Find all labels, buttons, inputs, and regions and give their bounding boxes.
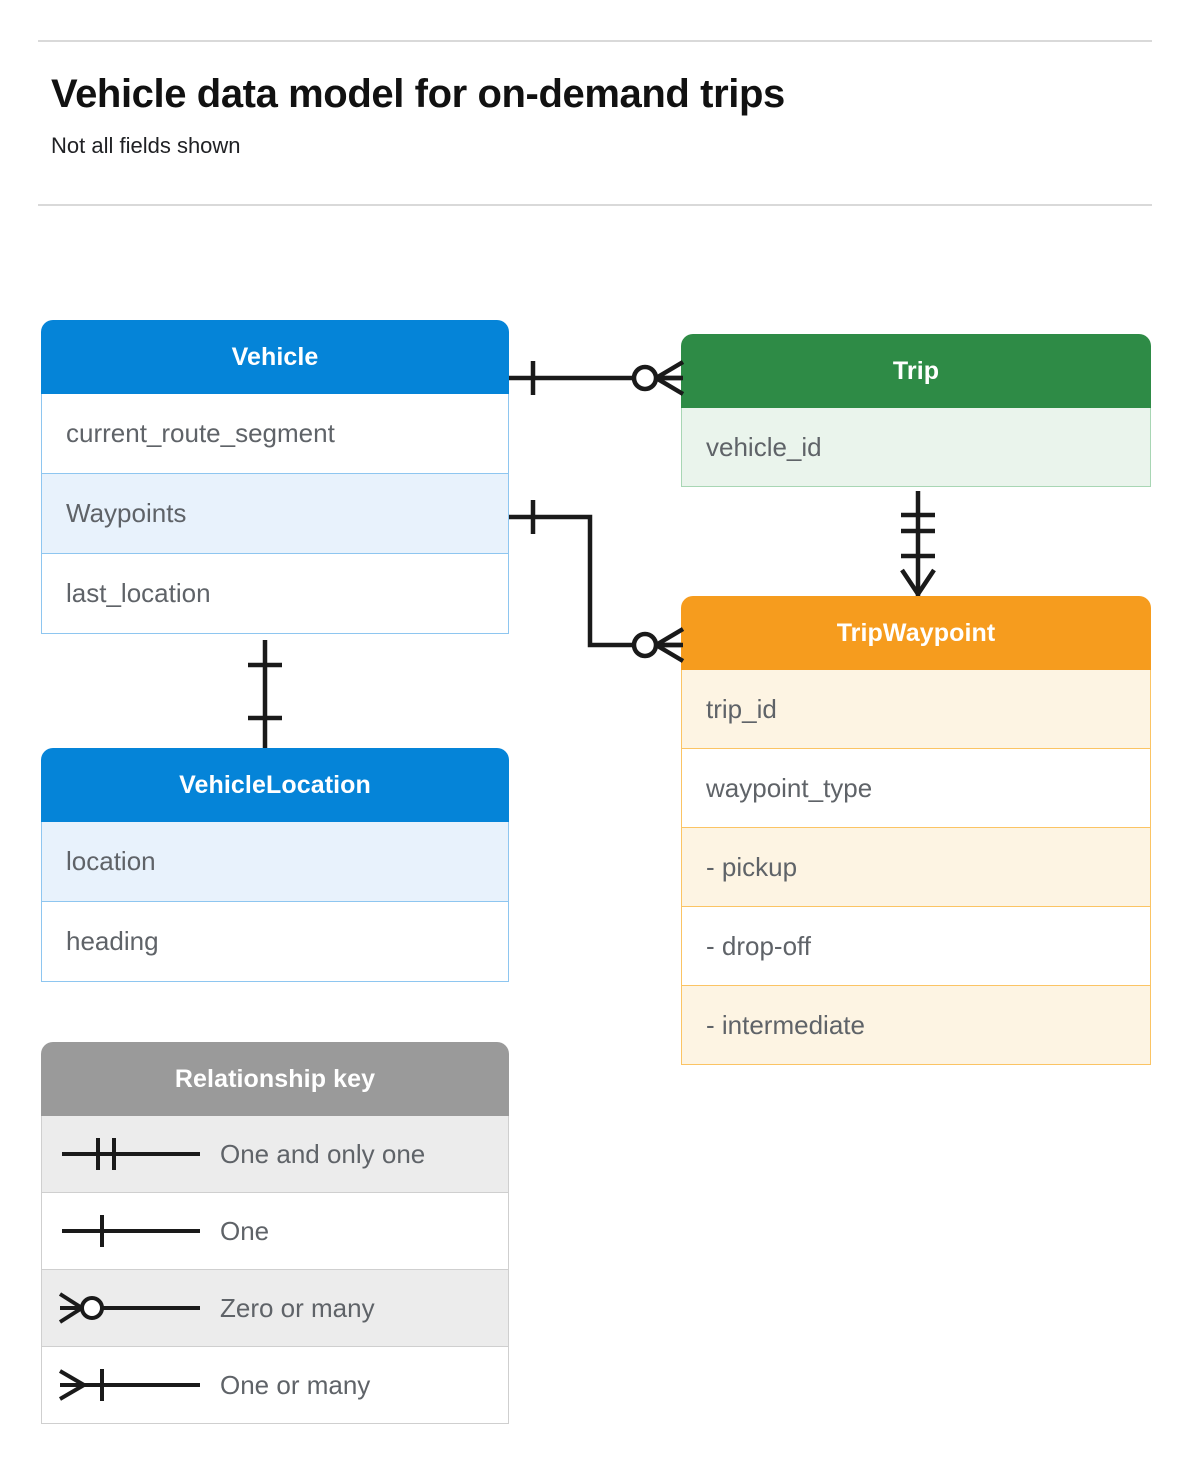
entity-vehicle-field-last-location: last_location bbox=[41, 554, 509, 634]
entity-tripwaypoint-field-trip-id: trip_id bbox=[681, 670, 1151, 749]
entity-trip-field-vehicle-id: vehicle_id bbox=[681, 408, 1151, 487]
connector-vehicle-to-trip bbox=[509, 360, 685, 396]
header-divider-bottom bbox=[38, 204, 1152, 206]
connector-waypoints-to-tripwaypoint bbox=[509, 500, 685, 663]
legend-row-one-or-many: One or many bbox=[41, 1347, 509, 1424]
entity-vehiclelocation[interactable]: VehicleLocation location heading bbox=[41, 748, 509, 982]
entity-vehicle-field-waypoints: Waypoints bbox=[41, 474, 509, 554]
entity-trip-title: Trip bbox=[681, 334, 1151, 408]
page-title: Vehicle data model for on-demand trips bbox=[51, 72, 785, 116]
entity-vehiclelocation-title: VehicleLocation bbox=[41, 748, 509, 822]
legend-label-one-and-only-one: One and only one bbox=[220, 1138, 426, 1169]
legend-label-zero-or-many: Zero or many bbox=[220, 1292, 375, 1323]
entity-vehiclelocation-field-location: location bbox=[41, 822, 509, 902]
zero-or-many-icon bbox=[42, 1284, 220, 1332]
entity-tripwaypoint-title: TripWaypoint bbox=[681, 596, 1151, 670]
one-icon bbox=[42, 1207, 220, 1255]
entity-vehiclelocation-field-heading: heading bbox=[41, 902, 509, 982]
entity-tripwaypoint-enum-intermediate: - intermediate bbox=[681, 986, 1151, 1065]
entity-trip[interactable]: Trip vehicle_id bbox=[681, 334, 1151, 487]
entity-tripwaypoint-field-waypoint-type: waypoint_type bbox=[681, 749, 1151, 828]
header-divider-top bbox=[38, 40, 1152, 42]
legend-row-one-and-only-one: One and only one bbox=[41, 1116, 509, 1193]
legend-title: Relationship key bbox=[41, 1042, 509, 1116]
entity-tripwaypoint-enum-pickup: - pickup bbox=[681, 828, 1151, 907]
connector-vehicle-to-vehiclelocation bbox=[248, 640, 282, 748]
connector-trip-to-tripwaypoint bbox=[900, 491, 936, 596]
entity-vehicle-title: Vehicle bbox=[41, 320, 509, 394]
relationship-key-legend[interactable]: Relationship key One and only one bbox=[41, 1042, 509, 1424]
entity-tripwaypoint-enum-drop-off: - drop-off bbox=[681, 907, 1151, 986]
page-subtitle: Not all fields shown bbox=[51, 133, 241, 158]
entity-tripwaypoint[interactable]: TripWaypoint trip_id waypoint_type - pic… bbox=[681, 596, 1151, 1065]
one-or-many-icon bbox=[42, 1361, 220, 1409]
legend-row-zero-or-many: Zero or many bbox=[41, 1270, 509, 1347]
entity-vehicle-field-current-route-segment: current_route_segment bbox=[41, 394, 509, 474]
legend-row-one: One bbox=[41, 1193, 509, 1270]
one-and-only-one-icon bbox=[42, 1130, 220, 1178]
legend-label-one: One bbox=[220, 1215, 270, 1246]
entity-vehicle[interactable]: Vehicle current_route_segment Waypoints … bbox=[41, 320, 509, 634]
legend-label-one-or-many: One or many bbox=[220, 1369, 371, 1400]
